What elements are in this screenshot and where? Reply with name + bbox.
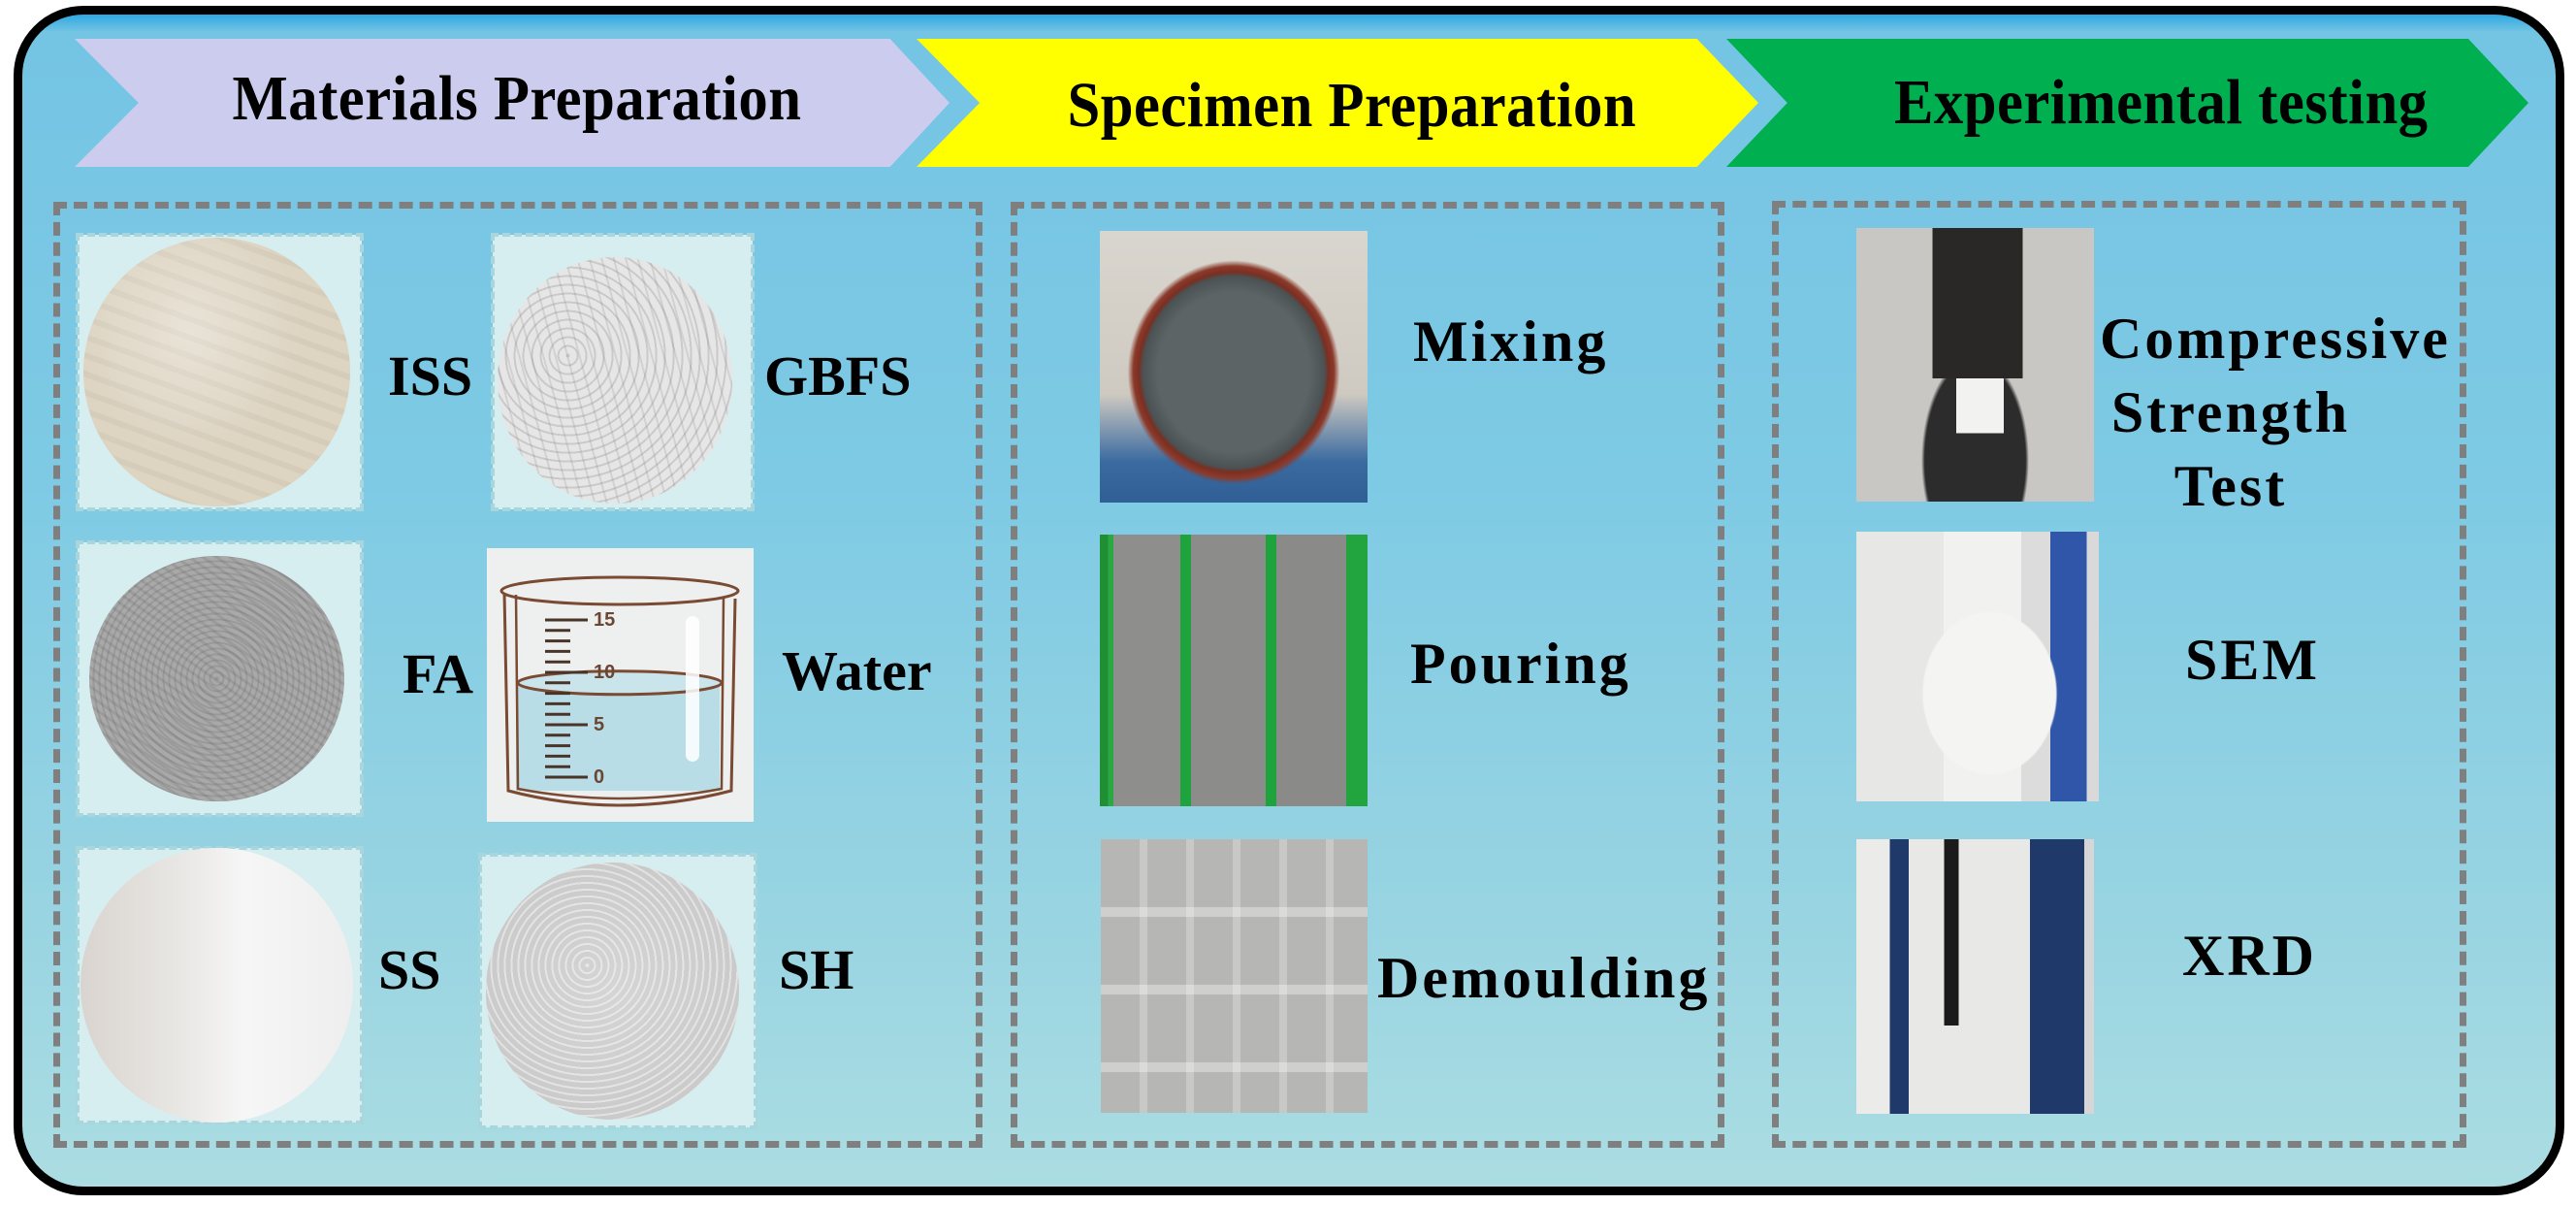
step-label-demoulding: Demoulding [1377, 946, 1711, 1010]
label-line: Test [2174, 454, 2288, 518]
fa-image [76, 540, 364, 817]
scale-label-0: 0 [594, 766, 604, 788]
test-label-sem: SEM [2185, 628, 2321, 692]
material-label-fa: FA [402, 642, 474, 705]
water-beaker-image: 15 10 5 0 [487, 548, 754, 822]
xrd-photo [1856, 839, 2094, 1114]
gbfs-image [491, 233, 755, 511]
material-label-water: Water [782, 639, 932, 702]
beaker-rim [499, 575, 740, 606]
stage-arrow-experimental-testing: Experimental testing [1726, 39, 2528, 167]
scale-label-5: 5 [594, 714, 604, 735]
testing-panel [1772, 201, 2466, 1148]
demoulding-photo [1101, 839, 1368, 1113]
ss-image [76, 846, 364, 1124]
fa-powder-disc [88, 556, 345, 801]
sem-photo [1856, 532, 2099, 801]
material-label-ss: SS [378, 938, 441, 1001]
scale-label-15: 15 [594, 609, 615, 631]
test-label-compressive-strength: Compressive Strength Test [2100, 302, 2451, 523]
materials-panel [53, 202, 982, 1148]
stage-title: Experimental testing [1894, 67, 2429, 138]
iss-powder-disc [82, 237, 351, 507]
specimen-panel [1011, 202, 1724, 1148]
stage-arrow-materials-preparation: Materials Preparation [75, 39, 950, 167]
gbfs-powder-disc [498, 256, 732, 505]
stage-arrow-specimen-preparation: Specimen Preparation [917, 39, 1758, 167]
ss-powder-disc [80, 848, 354, 1123]
material-label-iss: ISS [388, 344, 473, 407]
beaker-inner-wall [514, 594, 725, 800]
step-label-mixing: Mixing [1413, 309, 1609, 374]
beaker-highlight [686, 616, 699, 762]
pouring-photo [1100, 535, 1368, 806]
iss-image [76, 233, 364, 511]
material-label-sh: SH [779, 938, 854, 1001]
compressive-test-photo [1856, 228, 2094, 502]
beaker-scale [545, 618, 588, 779]
stage-title: Specimen Preparation [1067, 70, 1637, 141]
label-line: Compressive [2100, 307, 2451, 371]
test-label-xrd: XRD [2182, 924, 2317, 988]
sh-image [478, 853, 757, 1129]
material-label-gbfs: GBFS [764, 344, 912, 407]
beaker-icon: 15 10 5 0 [499, 575, 740, 807]
stage-title: Materials Preparation [232, 63, 802, 134]
beaker-body [502, 592, 737, 807]
label-line: Strength [2110, 380, 2351, 444]
mixing-photo [1100, 231, 1368, 503]
sh-granule-disc [485, 863, 739, 1120]
step-label-pouring: Pouring [1410, 632, 1631, 696]
scale-label-10: 10 [594, 662, 615, 683]
